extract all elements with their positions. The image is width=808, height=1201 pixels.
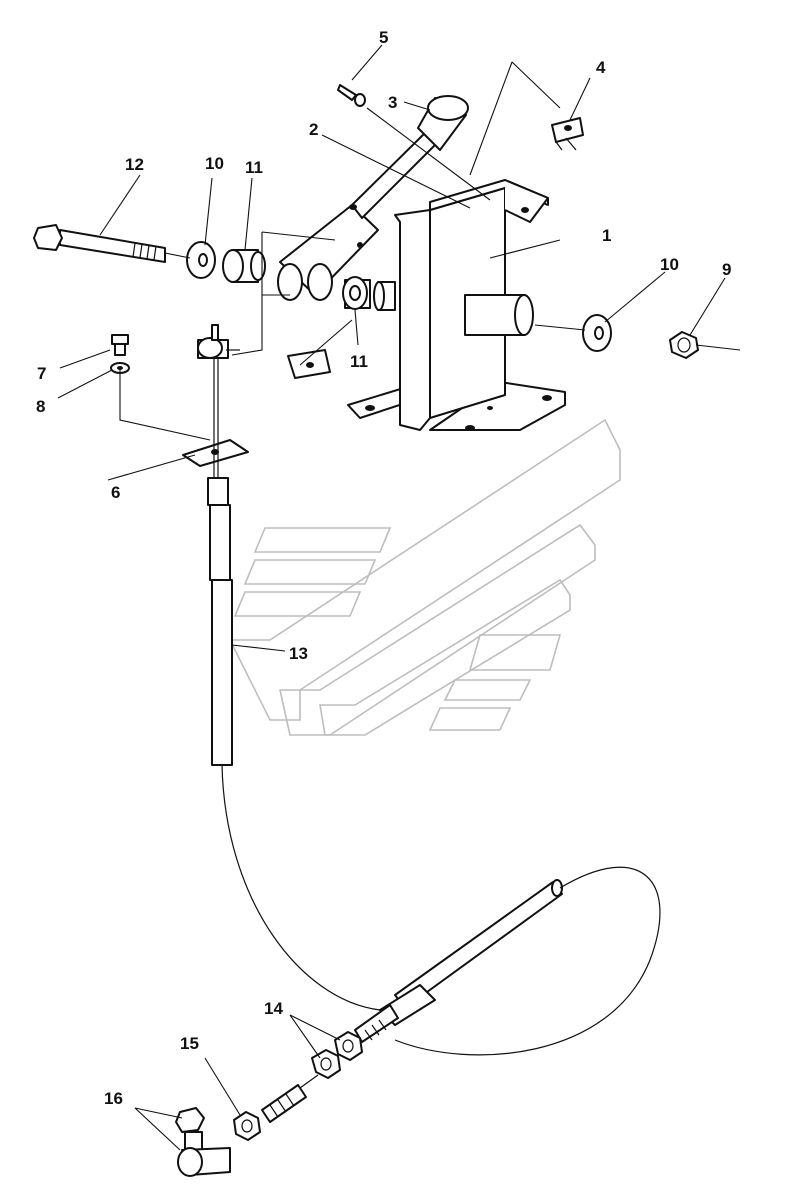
callout-7: 7 [37, 364, 46, 383]
callout-5: 5 [379, 28, 388, 47]
callout-1: 1 [602, 226, 611, 245]
callout-15: 15 [180, 1034, 199, 1053]
cable-part-13 [207, 358, 661, 1056]
callout-10-left: 10 [205, 154, 224, 173]
callout-12: 12 [125, 155, 144, 174]
bracket-part-1 [347, 179, 566, 431]
small-plate [287, 349, 331, 379]
pin-part-5 [337, 84, 366, 107]
callout-2: 2 [309, 120, 318, 139]
washer-part-10-left [186, 241, 216, 279]
callout-11-top: 11 [245, 158, 263, 177]
lever-part-2 [277, 129, 441, 301]
leader-lines [57, 44, 741, 1151]
callout-16: 16 [104, 1089, 123, 1108]
bolt-part-12 [33, 224, 166, 263]
callout-14: 14 [264, 999, 283, 1018]
cable-end-fitting [197, 324, 240, 359]
callout-11-bottom: 11 [350, 352, 368, 371]
bushing-part-11-right [342, 276, 371, 310]
washer-part-10-right [582, 314, 612, 352]
bushing-part-11-left [222, 249, 266, 283]
threaded-rod [261, 1074, 319, 1123]
handle-knob-part-3 [417, 95, 469, 151]
nut-part-15 [233, 1111, 261, 1141]
callout-labels: 1 2 3 4 5 6 7 8 9 10 10 11 11 12 13 14 1… [36, 28, 731, 1108]
ball-joint-part-16 [175, 1107, 231, 1177]
cable-plate-part-6 [182, 439, 249, 467]
nut-part-9 [669, 331, 699, 359]
watermark-logo [228, 418, 621, 736]
callout-13: 13 [289, 644, 308, 663]
callout-10-right: 10 [660, 255, 679, 274]
callout-9: 9 [722, 260, 731, 279]
callout-3: 3 [388, 93, 397, 112]
callout-4: 4 [596, 58, 606, 77]
callout-6: 6 [111, 483, 120, 502]
callout-8: 8 [36, 397, 45, 416]
clip-part-4 [551, 117, 584, 151]
screw-part-7 [111, 334, 129, 356]
